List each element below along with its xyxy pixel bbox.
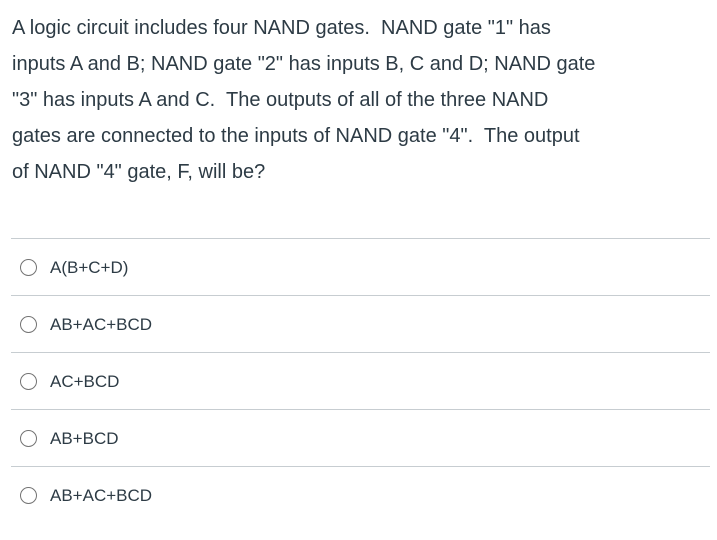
answer-option-1[interactable]: A(B+C+D) [11,238,710,295]
answer-option-4[interactable]: AB+BCD [11,409,710,466]
radio-button-icon[interactable] [20,315,37,333]
question-text: A logic circuit includes four NAND gates… [0,0,717,190]
answer-option-5[interactable]: AB+AC+BCD [11,466,710,523]
answer-option-3[interactable]: AC+BCD [11,352,710,409]
answer-option-label[interactable]: A(B+C+D) [50,257,129,277]
radio-button-icon[interactable] [20,486,37,504]
answer-options: A(B+C+D) AB+AC+BCD AC+BCD AB+BCD AB+AC+B… [11,238,710,523]
question-line: gates are connected to the inputs of NAN… [12,125,580,147]
answer-option-label[interactable]: AC+BCD [50,371,120,391]
question-line: A logic circuit includes four NAND gates… [12,17,551,39]
answer-option-2[interactable]: AB+AC+BCD [11,295,710,352]
answer-option-label[interactable]: AB+AC+BCD [50,314,153,334]
question-line: of NAND "4" gate, F, will be? [12,161,266,183]
radio-button-icon[interactable] [20,429,37,447]
answer-option-label[interactable]: AB+BCD [50,428,119,448]
question-line: "3" has inputs A and C. The outputs of a… [12,89,549,111]
answer-option-label[interactable]: AB+AC+BCD [50,485,153,505]
question-line: inputs A and B; NAND gate "2" has inputs… [12,53,596,75]
radio-button-icon[interactable] [20,258,37,276]
radio-button-icon[interactable] [20,372,37,390]
